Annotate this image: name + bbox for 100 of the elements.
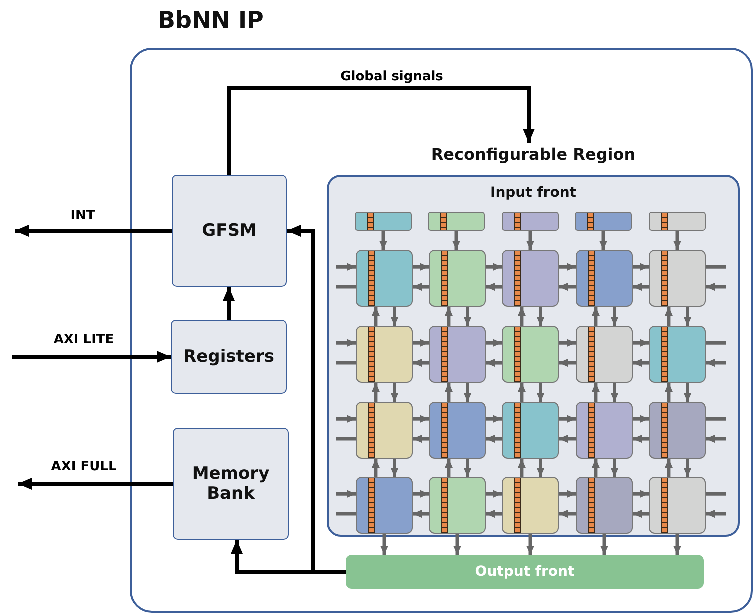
arrow (610, 459, 619, 477)
arrow (464, 307, 472, 326)
process-box (173, 428, 289, 540)
block-heading: Reconfigurable Region (430, 145, 637, 164)
arrow (559, 415, 576, 424)
arrow (390, 383, 399, 402)
arrow (336, 490, 356, 498)
stub-line (336, 285, 356, 289)
output-bar (346, 555, 704, 589)
stub-line (336, 437, 356, 441)
arrow (633, 283, 649, 292)
input-buffer-bar (649, 212, 706, 231)
arrow (559, 490, 576, 498)
processing-block (356, 402, 413, 459)
arrow (228, 86, 535, 175)
processing-block (576, 402, 633, 459)
arrow (486, 435, 502, 444)
arrow (444, 307, 453, 326)
arrow (444, 459, 453, 477)
stub-line (706, 341, 726, 345)
arrow (464, 459, 472, 477)
arrow (592, 383, 600, 402)
arrow (674, 231, 682, 250)
processing-block (356, 477, 413, 534)
arrow (633, 490, 649, 498)
arrow (380, 231, 388, 250)
processing-block (576, 326, 633, 383)
processing-block (502, 250, 559, 307)
arrow (486, 490, 502, 498)
stub-line (336, 512, 356, 516)
arrow (413, 283, 429, 292)
input-buffer-bar (502, 212, 559, 231)
input-buffer-bar (428, 212, 485, 231)
arrow (464, 383, 472, 402)
arrow (380, 534, 388, 555)
arrow (536, 383, 545, 402)
arrow (674, 534, 682, 555)
arrow (610, 307, 619, 326)
processing-block (649, 477, 706, 534)
stub-line (706, 417, 726, 421)
arrow (706, 283, 726, 292)
arrow (559, 510, 576, 518)
input-buffer-bar (355, 212, 412, 231)
arrow (518, 383, 526, 402)
arrow (536, 307, 545, 326)
arrow (372, 383, 380, 402)
processing-block (649, 326, 706, 383)
arrow (526, 231, 534, 250)
stub-line (706, 265, 726, 269)
arrow (452, 231, 460, 250)
arrow (413, 339, 429, 348)
arrow (559, 283, 576, 292)
section-label: Input front (489, 185, 578, 202)
processing-block (429, 250, 486, 307)
arrow (559, 263, 576, 272)
edge-label: Global signals (338, 70, 446, 84)
process-box (171, 320, 287, 394)
arrow (518, 459, 526, 477)
arrow (486, 415, 502, 424)
arrow (592, 307, 600, 326)
arrow (633, 263, 649, 272)
arrow (486, 283, 502, 292)
arrow (413, 263, 429, 272)
arrow (684, 383, 692, 402)
arrow (336, 339, 356, 348)
arrow (390, 307, 399, 326)
arrow (486, 263, 502, 272)
processing-block (576, 477, 633, 534)
arrow (633, 339, 649, 348)
arrow (610, 383, 619, 402)
processing-block (356, 326, 413, 383)
stub-line (336, 361, 356, 365)
arrow (559, 359, 576, 368)
processing-block (502, 326, 559, 383)
arrow (706, 510, 726, 518)
block-label: Output front (475, 564, 575, 580)
arrow (486, 359, 502, 368)
arrow (336, 263, 356, 272)
arrow (633, 435, 649, 444)
arrow (633, 510, 649, 518)
arrow (454, 534, 462, 555)
arrow (486, 339, 502, 348)
arrow (559, 339, 576, 348)
arrow (15, 225, 172, 237)
arrow (223, 287, 235, 320)
arrow (413, 435, 429, 444)
arrow (372, 307, 380, 326)
processing-block (576, 250, 633, 307)
processing-block (429, 326, 486, 383)
arrow (390, 459, 399, 477)
arrow (372, 459, 380, 477)
arrow (413, 359, 429, 368)
processing-block (356, 250, 413, 307)
block-label: Registers (182, 346, 276, 368)
block-heading: BbNN IP (158, 8, 264, 36)
arrow (706, 359, 726, 368)
arrow (664, 459, 673, 477)
arrow (413, 490, 429, 498)
arrow (413, 510, 429, 518)
processing-block (429, 477, 486, 534)
